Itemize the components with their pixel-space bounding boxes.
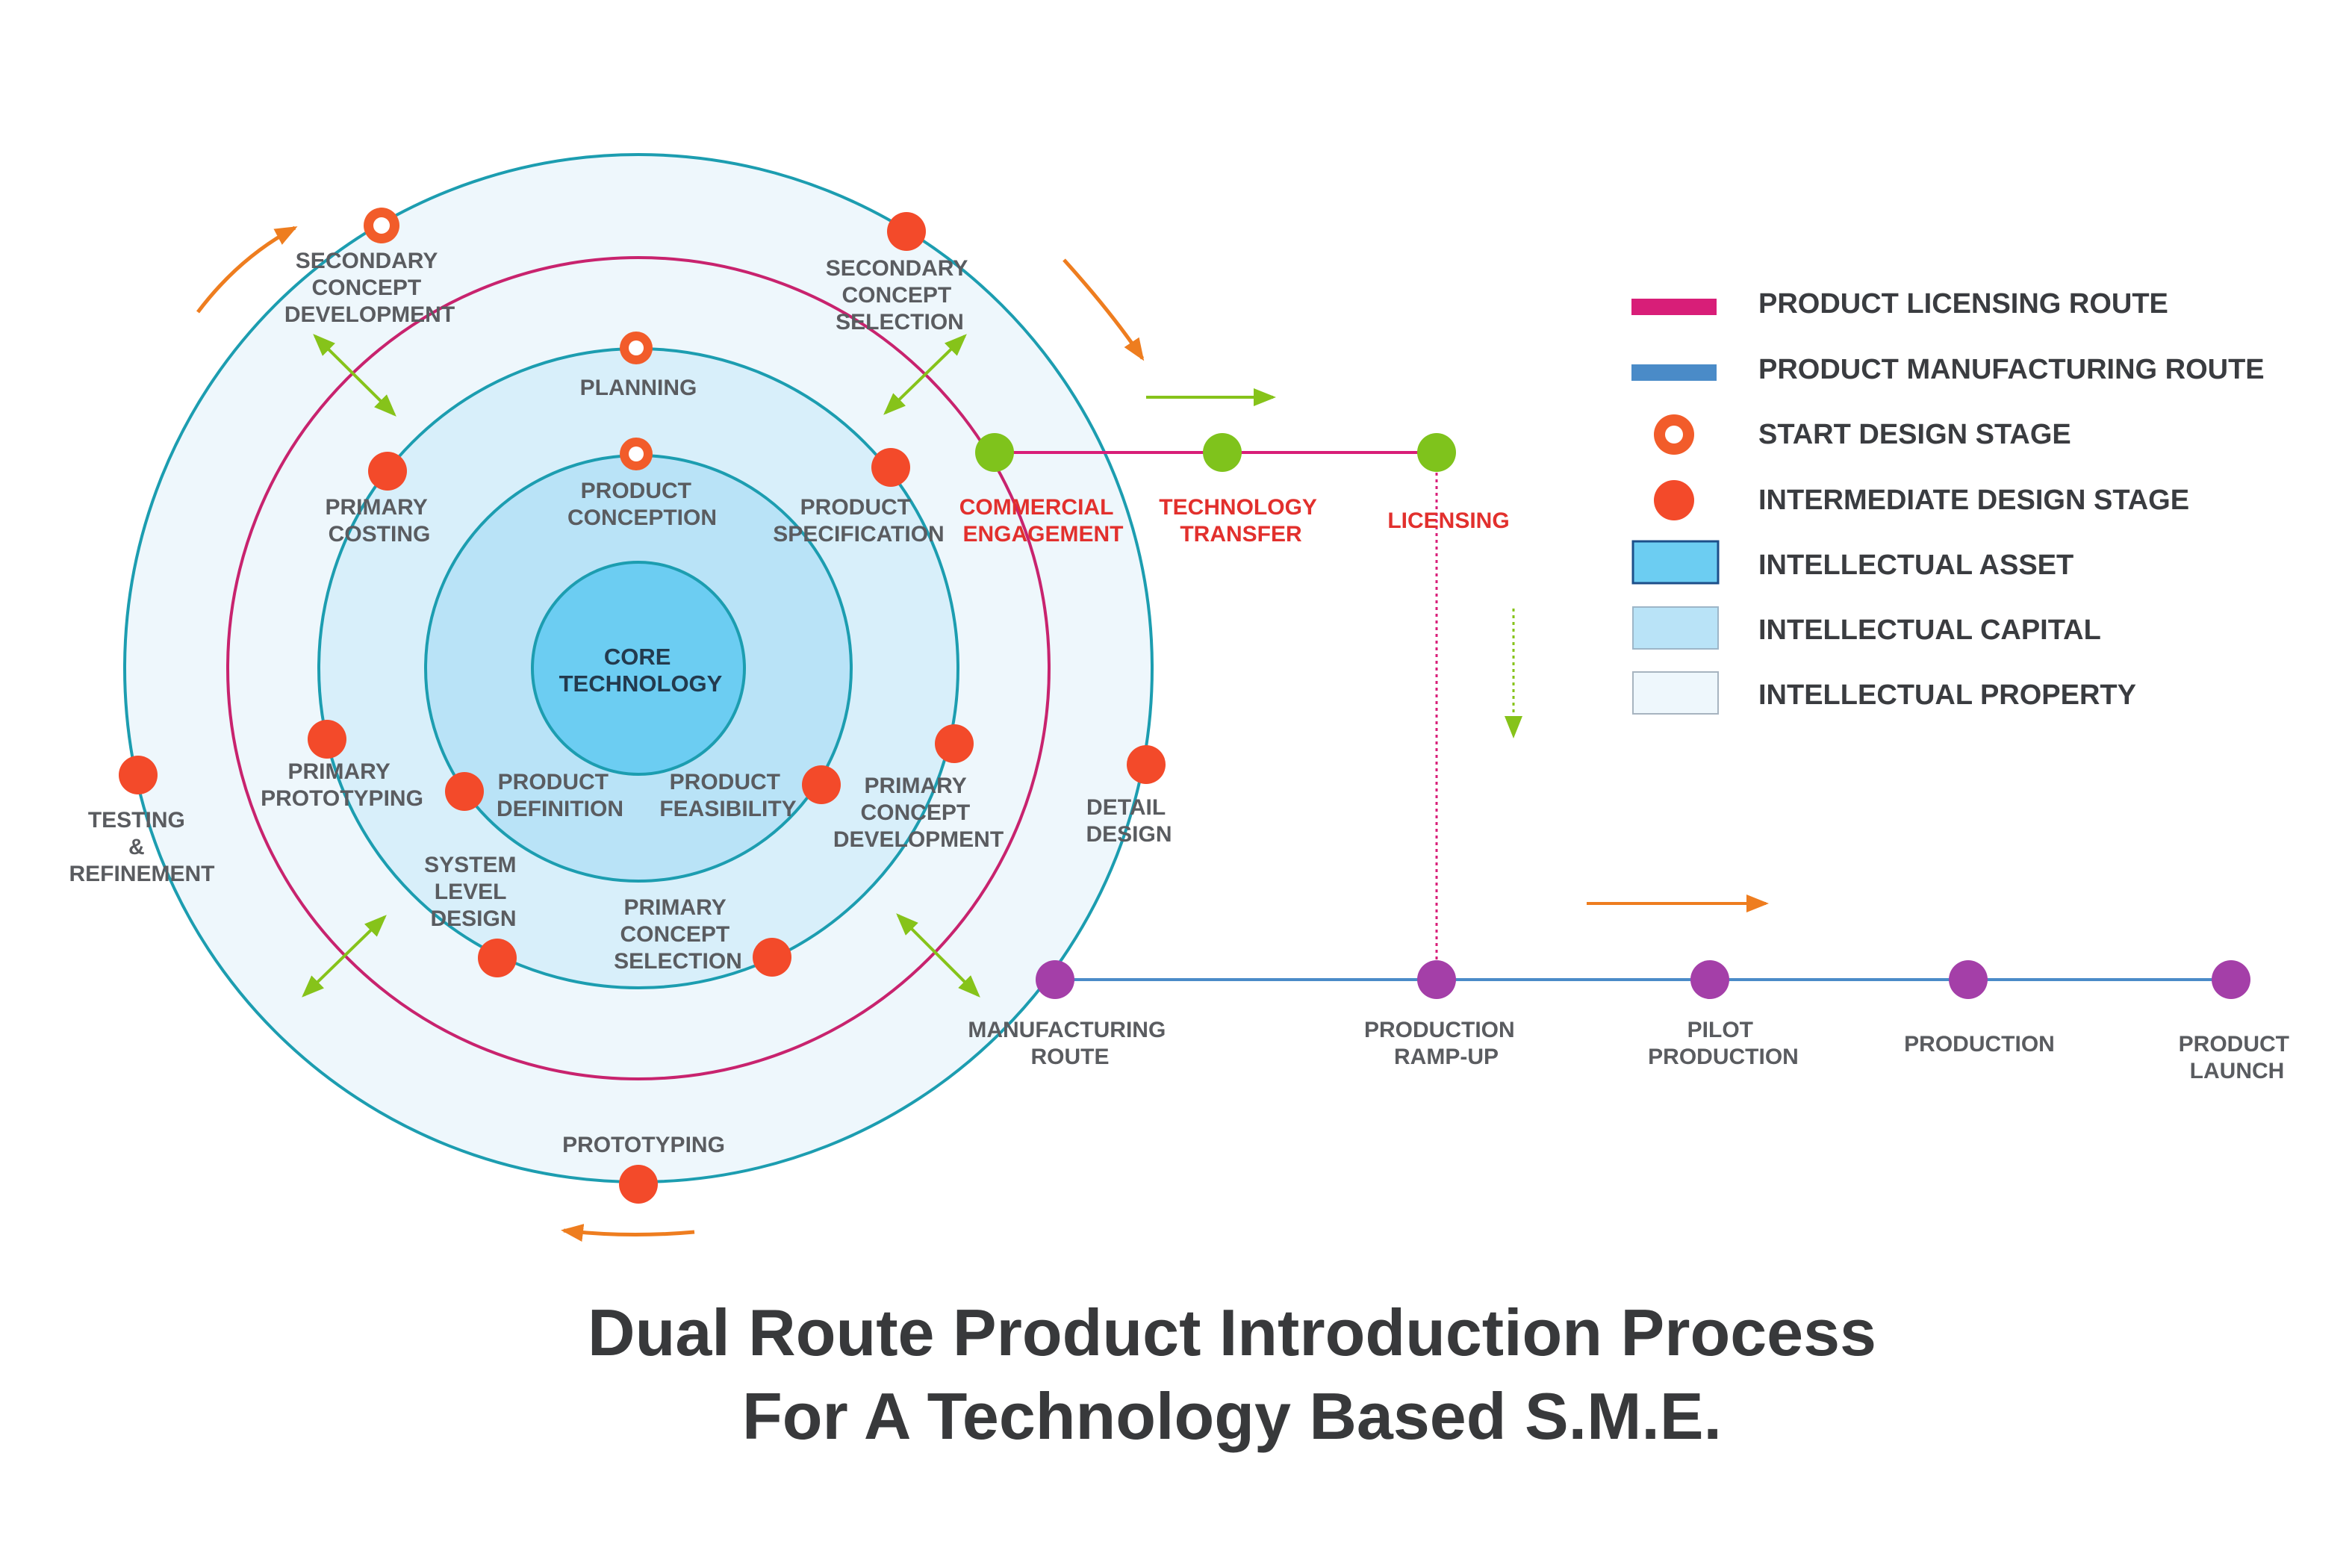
label-primary-costing: PRIMARY COSTING <box>325 495 433 547</box>
label-production-ramp-up: PRODUCTION RAMP-UP <box>1364 1018 1521 1069</box>
manufacturing-route-labels: MANUFACTURING ROUTE PRODUCTION RAMP-UP P… <box>968 1018 2296 1083</box>
stage-node-secondary-concept-selection <box>887 212 926 251</box>
intermediate-design-stages <box>119 212 1166 1204</box>
legend-label-intellectual-property: INTELLECTUAL PROPERTY <box>1758 679 2136 711</box>
stage-node-product-feasibility <box>802 765 841 804</box>
stage-node-product-definition <box>445 772 484 811</box>
legend-label-manufacturing-route: PRODUCT MANUFACTURING ROUTE <box>1758 354 2265 385</box>
label-system-level-design: SYSTEM LEVEL DESIGN <box>424 853 523 931</box>
label-product-launch: PRODUCT LAUNCH <box>2179 1032 2296 1083</box>
licensing-node-technology-transfer <box>1203 433 1242 472</box>
manufacturing-node-pilot-production <box>1690 960 1729 999</box>
hollow-orange-circle-icon <box>1654 414 1694 455</box>
stage-node-primary-concept-development <box>935 724 974 763</box>
title-line-2: For A Technology Based S.M.E. <box>742 1379 1722 1453</box>
label-product-definition: PRODUCT DEFINITION <box>497 770 623 821</box>
licensing-route-nodes <box>975 433 1456 472</box>
rotation-arrow-bottom <box>561 1224 695 1242</box>
pale-blue-square-icon <box>1632 671 1719 715</box>
stage-node-primary-costing <box>368 452 407 491</box>
licensing-node-commercial-engagement <box>975 433 1014 472</box>
double-arrow-bottom-left <box>302 915 387 998</box>
blue-bar-icon <box>1631 364 1717 381</box>
label-commercial-engagement: COMMERCIAL ENGAGEMENT <box>959 495 1124 547</box>
manufacturing-node-production <box>1949 960 1988 999</box>
label-product-feasibility: PRODUCT FEASIBILITY <box>659 770 796 821</box>
label-detail-design: DETAIL DESIGN <box>1086 795 1172 847</box>
page-title: Dual Route Product Introduction Process … <box>588 1295 1876 1453</box>
label-primary-concept-development: PRIMARY CONCEPT DEVELOPMENT <box>833 774 1004 852</box>
rotation-arrow-top-right <box>1063 258 1145 361</box>
solid-orange-circle-icon <box>1654 480 1694 520</box>
stage-node-primary-concept-selection <box>753 938 791 977</box>
legend-label-start-design-stage: START DESIGN STAGE <box>1758 419 2071 450</box>
double-arrow-top-left <box>313 334 396 417</box>
light-blue-square-icon <box>1632 606 1719 650</box>
rotation-arrows <box>196 225 1769 1242</box>
stage-node-system-level-design <box>478 939 517 977</box>
double-arrow-bottom-right <box>896 913 980 998</box>
label-primary-concept-selection: PRIMARY CONCEPT SELECTION <box>614 895 742 974</box>
stage-node-primary-prototyping <box>308 720 346 759</box>
stage-node-secondary-concept-development <box>364 208 399 243</box>
label-product-specification: PRODUCT SPECIFICATION <box>773 495 944 547</box>
magenta-bar-icon <box>1631 299 1717 315</box>
label-licensing: LICENSING <box>1387 508 1509 533</box>
legend-label-intellectual-asset: INTELLECTUAL ASSET <box>1758 550 2073 581</box>
label-pilot-production: PILOT PRODUCTION <box>1648 1018 1799 1069</box>
stage-labels: PRODUCT CONCEPTION PRODUCT DEFINITION PR… <box>69 249 1172 1157</box>
label-planning: PLANNING <box>580 376 697 400</box>
legend-label-intellectual-capital: INTELLECTUAL CAPITAL <box>1758 615 2101 646</box>
label-primary-prototyping: PRIMARY PROTOTYPING <box>261 759 423 811</box>
legend-label-intermediate-design-stage: INTERMEDIATE DESIGN STAGE <box>1758 485 2189 516</box>
manufacturing-node-manufacturing-route <box>1036 960 1074 999</box>
label-secondary-concept-development: SECONDARY CONCEPT DEVELOPMENT <box>284 249 455 327</box>
core-technology-circle <box>531 561 746 776</box>
label-manufacturing-route: MANUFACTURING ROUTE <box>968 1018 1172 1069</box>
start-design-stages <box>364 208 653 470</box>
licensing-node-licensing <box>1417 433 1456 472</box>
label-testing-refinement: TESTING & REFINEMENT <box>69 808 215 886</box>
stage-node-testing-refinement <box>119 756 158 794</box>
label-prototyping: PROTOTYPING <box>562 1133 725 1157</box>
stage-node-prototyping <box>619 1165 658 1204</box>
stage-node-product-specification <box>871 448 910 487</box>
title-line-1: Dual Route Product Introduction Process <box>588 1295 1876 1369</box>
blue-square-icon <box>1631 540 1720 585</box>
double-arrow-top-right <box>883 334 967 415</box>
label-production: PRODUCTION <box>1904 1032 2055 1057</box>
stage-node-planning <box>620 332 653 364</box>
legend-label-licensing-route: PRODUCT LICENSING ROUTE <box>1758 288 2168 320</box>
licensing-route-labels: COMMERCIAL ENGAGEMENT TECHNOLOGY TRANSFE… <box>959 495 1510 547</box>
manufacturing-route-nodes <box>1036 960 2250 999</box>
label-technology-transfer: TECHNOLOGY TRANSFER <box>1159 495 1322 547</box>
green-arrows <box>302 334 1522 998</box>
stage-node-detail-design <box>1127 745 1166 784</box>
label-product-conception: PRODUCT CONCEPTION <box>567 479 717 530</box>
core-technology-label: CORE TECHNOLOGY <box>559 644 723 697</box>
label-secondary-concept-selection: SECONDARY CONCEPT SELECTION <box>826 256 974 335</box>
rotation-arrow-top-left <box>196 225 298 314</box>
legend: PRODUCT LICENSING ROUTE PRODUCT MANUFACT… <box>1631 288 2265 715</box>
stage-node-product-conception <box>620 438 653 470</box>
manufacturing-node-product-launch <box>2212 960 2250 999</box>
manufacturing-node-production-ramp-up <box>1417 960 1456 999</box>
